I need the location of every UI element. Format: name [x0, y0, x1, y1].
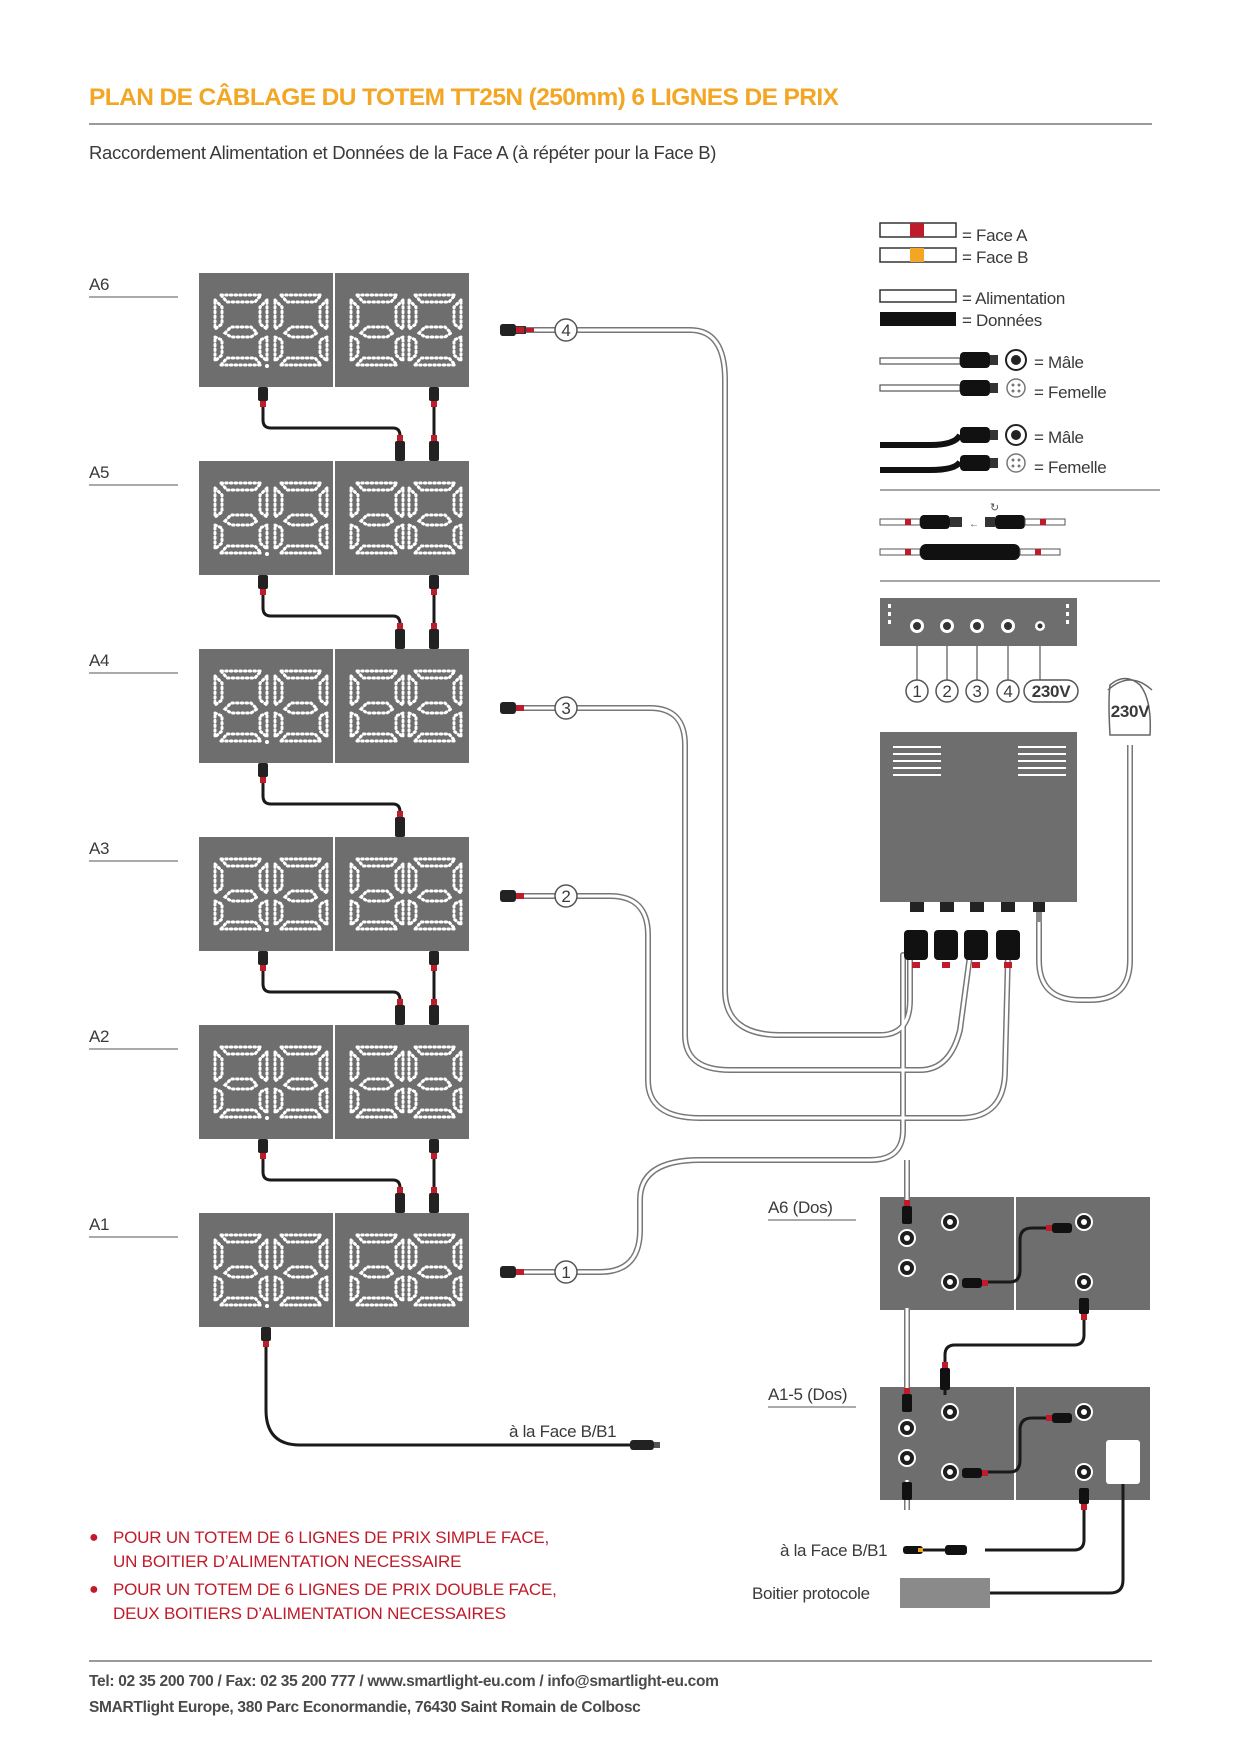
footer-address: SMARTlight Europe, 380 Parc Econormandie… — [89, 1699, 641, 1716]
svg-text:1: 1 — [561, 1263, 570, 1282]
back-cables — [902, 1160, 1125, 1595]
power-supply-box: ↑ ↑ ↑ ↑ — [880, 732, 1077, 968]
legend-femelle-power: = Femelle — [1034, 383, 1106, 402]
svg-text:3: 3 — [561, 699, 570, 718]
legend-male-data: = Mâle — [1034, 428, 1084, 447]
note-bullet: ● — [89, 1581, 99, 1598]
back-label-a6: A6 (Dos) — [768, 1198, 833, 1217]
module-label-a6: A6 — [89, 275, 109, 294]
back-label-a1-5: A1-5 (Dos) — [768, 1385, 847, 1404]
svg-text:2: 2 — [942, 682, 951, 701]
module-label-a2: A2 — [89, 1027, 109, 1046]
cable-number-markers: 4 3 2 1 — [554, 318, 578, 1284]
svg-text:4: 4 — [1003, 682, 1012, 701]
power-cables — [517, 327, 1133, 1275]
svg-text:↑: ↑ — [942, 917, 950, 928]
module-label-a5: A5 — [89, 463, 109, 482]
to-face-b-label-right: à la Face B/B1 — [780, 1541, 887, 1560]
legend-alimentation: = Alimentation — [962, 289, 1065, 308]
title-divider — [89, 123, 1152, 125]
module-connectors — [258, 387, 660, 1450]
footer-contact: Tel: 02 35 200 700 / Fax: 02 35 200 777 … — [89, 1673, 719, 1690]
display-module-a5 — [199, 461, 469, 575]
legend: = Face A = Face B = Alimentation = Donné… — [879, 222, 1160, 582]
power-port-strip: 1 2 3 4 230V — [880, 598, 1079, 703]
note-bullet: ● — [89, 1529, 99, 1546]
svg-text:3: 3 — [972, 682, 981, 701]
display-module-a6 — [199, 273, 469, 387]
page-subtitle: Raccordement Alimentation et Données de … — [89, 142, 717, 163]
protocol-box — [900, 1578, 990, 1608]
legend-donnees: = Données — [962, 311, 1042, 330]
inter-module-data-cables — [261, 395, 630, 1447]
protocol-box-label: Boitier protocole — [752, 1584, 870, 1603]
display-module-a1 — [199, 1213, 469, 1327]
back-panel-a1-5 — [880, 1387, 1150, 1500]
svg-text:↑: ↑ — [912, 917, 920, 928]
display-module-a4 — [199, 649, 469, 763]
svg-text:230V: 230V — [1032, 682, 1071, 701]
module-label-a1: A1 — [89, 1215, 109, 1234]
svg-text:230V: 230V — [1111, 702, 1150, 721]
module-power-inputs — [500, 324, 534, 1278]
to-face-b-label-left: à la Face B/B1 — [509, 1422, 616, 1441]
svg-text:2: 2 — [561, 887, 570, 906]
legend-male-power: = Mâle — [1034, 353, 1084, 372]
legend-femelle-data: = Femelle — [1034, 458, 1106, 477]
footer-divider — [89, 1660, 1152, 1662]
mains-plug: 230V — [1107, 677, 1153, 736]
svg-text:↑: ↑ — [1003, 917, 1011, 928]
module-label-a3: A3 — [89, 839, 109, 858]
svg-text:4: 4 — [561, 321, 570, 340]
svg-text:←: ← — [969, 519, 979, 530]
svg-text:↻: ↻ — [990, 502, 999, 514]
display-module-a2 — [199, 1025, 469, 1139]
svg-text:↑: ↑ — [972, 917, 980, 928]
legend-face-b: = Face B — [962, 248, 1028, 267]
module-label-a4: A4 — [89, 651, 109, 670]
back-panel-a6 — [880, 1197, 1150, 1310]
svg-text:1: 1 — [912, 682, 921, 701]
display-module-a3 — [199, 837, 469, 951]
module-labels: A6 A5 A4 A3 A2 A1 — [89, 275, 178, 1238]
legend-face-a: = Face A — [962, 226, 1028, 245]
page-title: PLAN DE CÂBLAGE DU TOTEM TT25N (250mm) 6… — [89, 84, 839, 111]
